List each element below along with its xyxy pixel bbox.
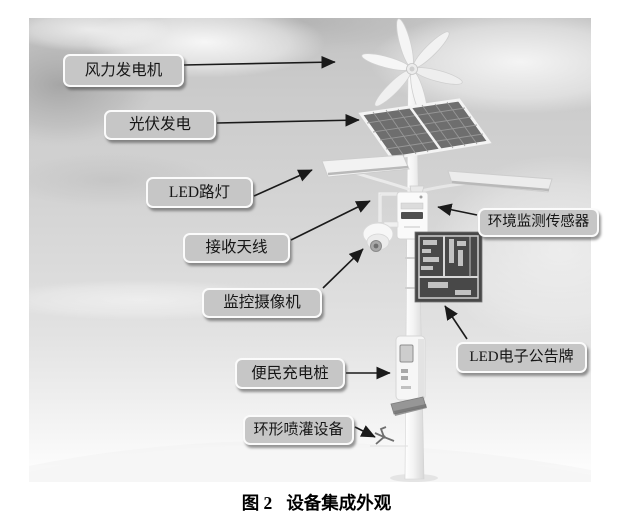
arrow-pv-generation xyxy=(216,113,360,127)
arrow-led-bulletin xyxy=(444,305,468,340)
callout-arrows xyxy=(183,55,478,438)
ground-hill xyxy=(29,441,591,482)
led-bulletin-board-device xyxy=(414,231,483,303)
figure-caption-number: 图 2 xyxy=(241,493,273,513)
wind-turbine xyxy=(361,18,463,120)
label-ring-sprinkler: 环形喷灌设备 xyxy=(243,415,354,445)
arrow-ring-sprinkler xyxy=(354,425,376,438)
label-public-charging-pile: 便民充电桩 xyxy=(235,358,345,389)
arrow-led-streetlight xyxy=(253,169,313,197)
solar-panel xyxy=(358,98,492,160)
figure-caption-title: 设备集成外观 xyxy=(286,493,392,513)
receiving-antenna-device xyxy=(378,192,400,222)
label-surveillance-camera: 监控摄像机 xyxy=(202,288,322,318)
arrow-surveillance-camera xyxy=(322,248,364,289)
surveillance-camera-device xyxy=(362,221,399,252)
ring-sprinkler-device xyxy=(370,426,408,447)
label-env-monitoring-sensor: 环境监测传感器 xyxy=(478,208,599,237)
env-sensor-device xyxy=(396,191,429,240)
arrow-env-sensor xyxy=(437,203,478,217)
figure-caption: 图 2 设备集成外观 xyxy=(0,490,633,515)
arrow-wind-turbine xyxy=(183,55,336,69)
charging-pile-device xyxy=(390,335,427,416)
led-streetlights xyxy=(321,154,553,198)
label-led-streetlight: LED路灯 xyxy=(146,177,253,208)
label-receiving-antenna: 接收天线 xyxy=(183,233,290,263)
label-wind-turbine: 风力发电机 xyxy=(63,54,184,87)
label-pv-generation: 光伏发电 xyxy=(104,110,216,140)
label-led-bulletin-board: LED电子公告牌 xyxy=(456,342,587,373)
arrow-receiving-antenna xyxy=(290,200,371,241)
